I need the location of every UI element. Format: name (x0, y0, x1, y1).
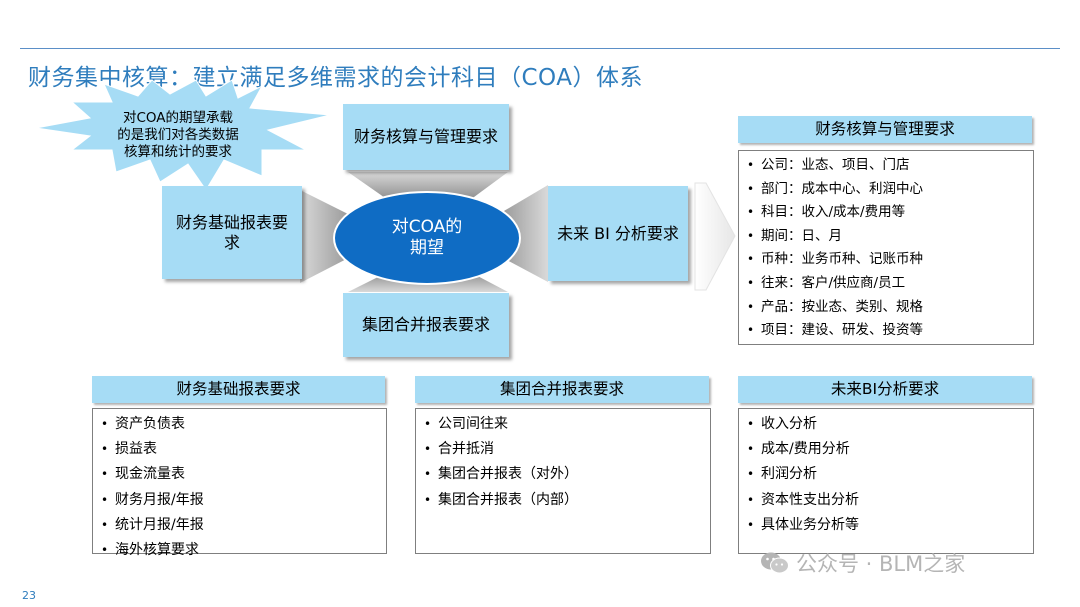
list-item: 统计月报/年报 (93, 513, 386, 538)
list-item: 币种：业务币种、记账币种 (739, 248, 1033, 272)
wechat-icon (761, 552, 789, 574)
watermark: 公众号 · BLM之家 (760, 548, 965, 578)
list-item: 损益表 (93, 437, 386, 462)
node-accounting-management-label: 财务核算与管理要求 (353, 127, 498, 146)
panel-right-title: 财务核算与管理要求 (738, 116, 1032, 143)
list-item: 项目：建设、研发、投资等 (739, 319, 1033, 343)
list-item: 集团合并报表（内部） (416, 488, 710, 513)
panel-basic-body: 资产负债表 损益表 现金流量表 财务月报/年报 统计月报/年报 海外核算要求 (92, 408, 387, 563)
node-basic-reporting-label: 财务基础报表要 求 (176, 213, 288, 253)
node-basic-reporting-line-1: 财务基础报表要 (175, 212, 288, 232)
panel-consolidated-title: 集团合并报表要求 (415, 376, 709, 403)
list-item: 产品：按业态、类别、规格 (739, 296, 1033, 320)
list-item: 成本/费用分析 (739, 437, 1033, 462)
list-item: 往来：客户/供应商/员工 (739, 272, 1033, 296)
callout-line-2: 的是我们对各类数据 (117, 127, 239, 143)
list-item: 收入分析 (739, 412, 1033, 437)
page-title: 财务集中核算：建立满足多维需求的会计科目（COA）体系 (28, 65, 643, 91)
node-basic-reporting-line-2: 求 (223, 232, 240, 252)
page-number: 23 (22, 589, 36, 602)
list-item: 合并抵消 (416, 437, 710, 462)
callout-line-1: 对COA的期望承载 (122, 110, 234, 126)
list-item: 资本性支出分析 (739, 488, 1033, 513)
callout-burst (35, 79, 331, 191)
watermark-text: 公众号 · BLM之家 (796, 552, 966, 576)
node-bi-analysis-label: 未来 BI 分析要求 (557, 223, 679, 243)
panel-bi-title: 未来BI分析要求 (738, 376, 1032, 403)
panel-consolidated-body: 公司间往来 合并抵消 集团合并报表（对外） 集团合并报表（内部） (415, 408, 711, 554)
list-item: 利润分析 (739, 462, 1033, 487)
list-item: 部门：成本中心、利润中心 (739, 178, 1033, 202)
list-item: 具体业务分析等 (739, 513, 1033, 538)
panel-right-body: 公司：业态、项目、门店 部门：成本中心、利润中心 科目：收入/成本/费用等 期间… (738, 150, 1034, 345)
list-item: 期间：日、月 (739, 225, 1033, 249)
panel-basic-title: 财务基础报表要求 (92, 376, 385, 403)
node-basic-reporting: 财务基础报表要 求 (162, 186, 302, 279)
node-consolidated-reporting: 集团合并报表要求 (343, 293, 509, 357)
callout-text: 对COA的期望承载 的是我们对各类数据 核算和统计的要求 (80, 110, 276, 161)
top-rule (20, 48, 1060, 49)
list-item: 海外核算要求 (93, 538, 386, 563)
list-item: 公司：业态、项目、门店 (739, 154, 1033, 178)
list-item: 集团合并报表（对外） (416, 462, 710, 487)
list-item: 公司间往来 (416, 412, 710, 437)
node-bi-analysis: 未来 BI 分析要求 (548, 186, 688, 281)
node-accounting-management: 财务核算与管理要求 (343, 104, 509, 170)
connector-top (348, 172, 508, 200)
callout-line-3: 核算和统计的要求 (124, 144, 232, 160)
big-arrow-shape (694, 182, 736, 291)
node-consolidated-reporting-label: 集团合并报表要求 (361, 315, 490, 334)
list-item: 科目：收入/成本/费用等 (739, 201, 1033, 225)
center-line-2: 期望 (410, 238, 444, 258)
center-line-1: 对COA的 (391, 217, 463, 237)
center-ellipse-label: 对COA的 期望 (335, 192, 519, 284)
list-item: 资产负债表 (93, 412, 386, 437)
center-ellipse (333, 191, 521, 285)
list-item: 现金流量表 (93, 462, 386, 487)
panel-bi-body: 收入分析 成本/费用分析 利润分析 资本性支出分析 具体业务分析等 (738, 408, 1034, 554)
list-item: 财务月报/年报 (93, 488, 386, 513)
